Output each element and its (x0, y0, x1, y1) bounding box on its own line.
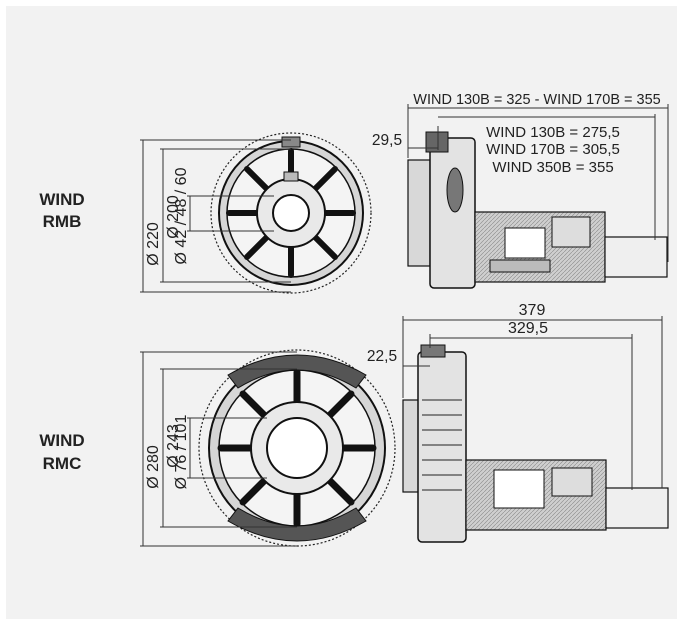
model-rmb-label: WIND RMB (39, 190, 84, 231)
rmc-side-view (402, 344, 669, 543)
model-rmb-name-line2: RMB (43, 212, 82, 231)
rmb-front-view (210, 132, 372, 294)
model-rmc-name-line2: RMC (43, 454, 82, 473)
rmc-front-dimensions (140, 351, 297, 547)
rmc-side-offset: 22,5 (367, 348, 397, 365)
rmb-dim-shaft: Ø 42 / 48 / 60 (173, 167, 190, 264)
rmc-front-view (198, 349, 396, 547)
rmb-dim-inner: Ø 200 (165, 195, 182, 239)
rmc-dim-outer: Ø 280 (145, 445, 162, 489)
rmb-front-dimensions (140, 139, 291, 293)
rmb-side-offset: 29,5 (372, 132, 402, 149)
rmb-variant-2: WIND 170B = 305,5 (486, 141, 620, 158)
rmc-total-length: 379 (519, 302, 546, 319)
model-rmc-label: WIND RMC (39, 431, 84, 473)
rmb-variant-1: WIND 130B = 275,5 (486, 124, 620, 141)
model-rmb-name-line1: WIND (39, 190, 84, 209)
rmc-side-dimensions (402, 316, 663, 490)
rmb-total-length: WIND 130B = 325 - WIND 170B = 355 (413, 92, 660, 108)
rmc-dim-inner: Ø 243 (165, 424, 182, 468)
rmc-inner-length: 329,5 (508, 320, 548, 337)
rmb-side-dimensions (407, 104, 669, 262)
rmb-dim-outer: Ø 220 (145, 222, 162, 266)
rmb-variant-3: WIND 350B = 355 (492, 159, 613, 176)
rmb-side-view (407, 131, 668, 289)
rmc-dim-shaft: Ø 76 / 101 (173, 415, 190, 490)
model-rmc-name-line1: WIND (39, 431, 84, 450)
